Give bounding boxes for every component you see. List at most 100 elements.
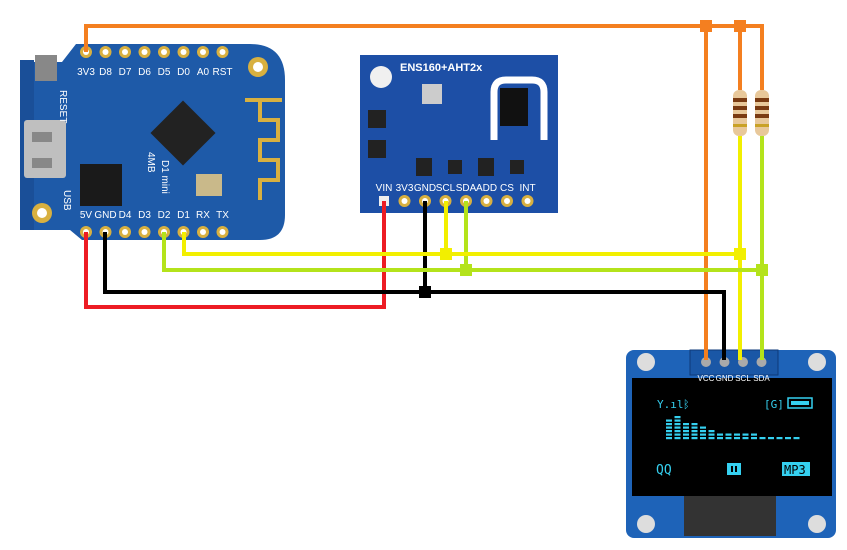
oled-pin-label: SCL [735,374,751,383]
equalizer-bar [674,433,681,436]
oled-screen [632,378,832,496]
oled-pin-label: VCC [698,374,715,383]
wemos-pin-label: D5 [158,67,171,78]
antenna [245,98,282,200]
wemos-pin-label: RX [196,210,210,221]
equalizer-bar [666,433,672,436]
wemos-pin-label: 3V3 [77,67,95,78]
equalizer-bar [751,437,757,440]
oled-right-label: MP3 [784,463,806,477]
wire-junction [460,264,472,276]
equalizer-bar [768,437,774,440]
wire-junction [734,20,746,32]
equalizer-bar [742,433,749,436]
wemos-pin-label: D3 [138,210,151,221]
wire-junction [419,286,431,298]
wire-junction [700,20,712,32]
wire-scl [182,232,740,256]
equalizer-bar [708,430,715,433]
model-label: D1 mini [159,160,170,194]
sensor-pin-label: SDA [456,183,477,194]
equalizer-bar [666,437,672,440]
crystal [196,174,222,196]
equalizer-bar [700,433,706,436]
wires [84,20,768,360]
sensor-pin-label: ADD [476,183,497,194]
reset-button [35,55,57,81]
equalizer-bar [683,433,689,436]
esp8266-chip [150,100,216,166]
equalizer-bar [734,433,740,436]
equalizer-bar [759,437,766,440]
equalizer-bar [674,419,681,422]
equalizer-bar [666,419,672,422]
wemos-pin-label: D1 [177,210,190,221]
equalizer-bar [691,433,698,436]
wire-junction [440,248,452,260]
aht2x-chip [422,84,442,104]
equalizer-bar [751,433,757,436]
equalizer-bar [725,437,732,440]
sensor-pin-label: VIN [376,183,393,194]
usb-label: USB [61,190,72,211]
equalizer-bar [700,430,706,433]
wemos-pin-label: TX [216,210,229,221]
wemos-pin-label: D8 [99,67,112,78]
wemos-pin-label: D4 [119,210,132,221]
wire-junction [734,248,746,260]
gps-icon: [G] [764,398,784,411]
usb-connector [24,120,66,178]
equalizer-bar [700,426,706,429]
equalizer-bar [793,437,800,440]
sensor-pin-label: CS [500,183,514,194]
pause-icon [727,463,741,475]
signal-icon: Y.ıl [657,398,684,411]
wemos-pin-label: GND [94,210,116,221]
wemos-pin-label: D6 [138,67,151,78]
oled-pin-vcc [701,357,711,367]
bluetooth-icon: ᛒ [683,398,690,411]
equalizer-bar [691,437,698,440]
equalizer-bar [674,423,681,426]
equalizer-bar [742,437,749,440]
wemos-pin-label: RST [213,67,233,78]
equalizer-bar [717,437,723,440]
equalizer-bar [683,426,689,429]
battery-icon [787,397,813,409]
wemos-pin-label: A0 [197,67,210,78]
equalizer-bar [666,423,672,426]
ens160-chip [500,88,528,126]
equalizer-bar [725,433,732,436]
sensor-title: ENS160+AHT2x [400,62,483,74]
sensor-pin-label: 3V3 [396,183,414,194]
equalizer-bar [674,430,681,433]
wemos-pin-label: D2 [158,210,171,221]
flash-chip [80,164,122,206]
flash-label: 4MB [145,152,156,173]
oled-left-label: QQ [656,463,672,478]
wemos-pin-label: 5V [80,210,93,221]
oled-pin-label: SDA [753,374,770,383]
wemos-pin-label: D0 [177,67,190,78]
equalizer-bar [691,423,698,426]
equalizer-bar [691,430,698,433]
oled-pin-label: GND [716,374,734,383]
equalizer-bar [708,437,715,440]
sensor-pin-label: SCL [436,183,456,194]
equalizer-bar [674,426,681,429]
equalizer-bar [708,433,715,436]
equalizer-bar [683,430,689,433]
equalizer-bar [666,426,672,429]
equalizer-bar [691,426,698,429]
sensor-pin-label: GND [414,183,436,194]
wire-sda [162,232,762,272]
equalizer-bar [717,433,723,436]
equalizer-bar [674,437,681,440]
equalizer-bar [683,423,689,426]
equalizer-bar [683,437,689,440]
equalizer-bar [734,437,740,440]
equalizer-bar [700,437,706,440]
